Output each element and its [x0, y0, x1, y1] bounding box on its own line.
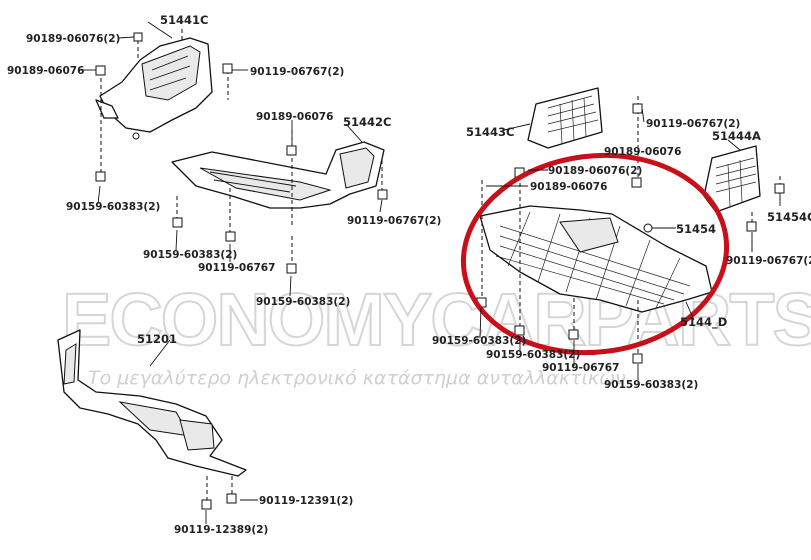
label-fastener-tc2[interactable]: 90119-06767(2) — [347, 215, 441, 227]
bolt-12391 — [226, 493, 237, 504]
part-51201-drawing[interactable] — [57, 329, 247, 477]
part-51443C-drawing[interactable] — [527, 87, 603, 149]
bolt-right-upper — [632, 103, 643, 114]
bolt-12389 — [201, 499, 212, 510]
label-fastener-r1[interactable]: 90119-06767(2) — [646, 118, 740, 130]
label-fastener-r9[interactable]: 90159-60383(2) — [604, 379, 698, 391]
label-fastener-r7[interactable]: 90159-60383(2) — [486, 349, 580, 361]
label-51454[interactable]: 51454 — [676, 222, 716, 236]
label-fastener-b1[interactable]: 90119-12391(2) — [259, 495, 353, 507]
label-fastener-tl3[interactable]: 90119-06767(2) — [250, 66, 344, 78]
label-fastener-r3[interactable]: 90189-06076(2) — [548, 165, 642, 177]
label-fastener-r4[interactable]: 90189-06076 — [530, 181, 607, 193]
label-fastener-tc5[interactable]: 90159-60383(2) — [256, 296, 350, 308]
watermark-tagline: Το μεγαλύτερο ηλεκτρονικό κατάστημα αντα… — [88, 367, 626, 389]
highlight-ellipse — [460, 152, 730, 356]
label-fastener-tc3[interactable]: 90159-60383(2) — [143, 249, 237, 261]
part-5144D-drawing[interactable] — [479, 205, 713, 313]
label-fastener-tc1[interactable]: 90189-06076 — [256, 111, 333, 123]
label-51441C[interactable]: 51441C — [160, 13, 208, 27]
bolt-far-right — [746, 221, 757, 232]
leader-lines — [80, 21, 781, 524]
label-fastener-tl1[interactable]: 90189-06076(2) — [26, 33, 120, 45]
part-51444A-drawing[interactable] — [703, 145, 761, 213]
label-fastener-r6[interactable]: 90159-60383(2) — [432, 335, 526, 347]
label-fastener-tl4[interactable]: 90159-60383(2) — [66, 201, 160, 213]
part-51442C-drawing[interactable] — [171, 141, 385, 209]
label-fastener-r5[interactable]: 90119-06767(2) — [726, 255, 811, 267]
label-fastener-tl2[interactable]: 90189-06076 — [7, 65, 84, 77]
fastener-labels: 90189-06076(2) 90189-06076 90119-06767(2… — [7, 33, 811, 536]
bolt-51454C — [774, 183, 785, 194]
label-5144D[interactable]: 5144_D — [680, 315, 727, 330]
label-fastener-r8[interactable]: 90119-06767 — [542, 362, 619, 374]
label-51442C[interactable]: 51442C — [343, 115, 391, 129]
label-fastener-b2[interactable]: 90119-12389(2) — [174, 524, 268, 536]
label-fastener-r2[interactable]: 90189-06076 — [604, 146, 681, 158]
bolt-group-center — [172, 145, 388, 274]
label-51444A[interactable]: 51444A — [712, 129, 761, 143]
label-51443C[interactable]: 51443C — [466, 125, 514, 139]
part-labels: 51441C 51442C 51443C 51444A 51454C 51454… — [137, 13, 811, 346]
label-51454C[interactable]: 51454C — [767, 210, 811, 224]
label-fastener-tc4[interactable]: 90119-06767 — [198, 262, 275, 274]
part-51441C-drawing[interactable] — [95, 37, 213, 140]
label-51201[interactable]: 51201 — [137, 332, 177, 346]
